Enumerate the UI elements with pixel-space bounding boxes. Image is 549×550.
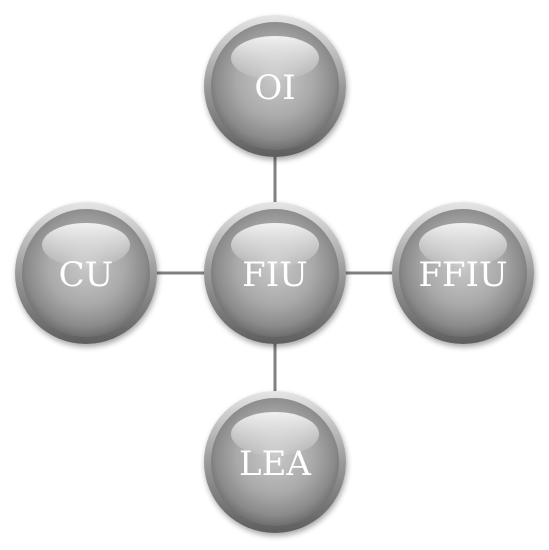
node-right: FFIU (392, 202, 534, 344)
node-top: OI (204, 15, 346, 157)
node-label-left: CU (59, 255, 114, 295)
node-label-right: FFIU (418, 255, 507, 295)
node-label-bottom: LEA (239, 444, 311, 484)
node-center: FIU (204, 202, 346, 344)
node-left: CU (15, 202, 157, 344)
node-label-top: OI (254, 68, 295, 108)
node-label-center: FIU (242, 255, 308, 295)
node-bottom: LEA (204, 391, 346, 533)
connectors (150, 150, 400, 400)
